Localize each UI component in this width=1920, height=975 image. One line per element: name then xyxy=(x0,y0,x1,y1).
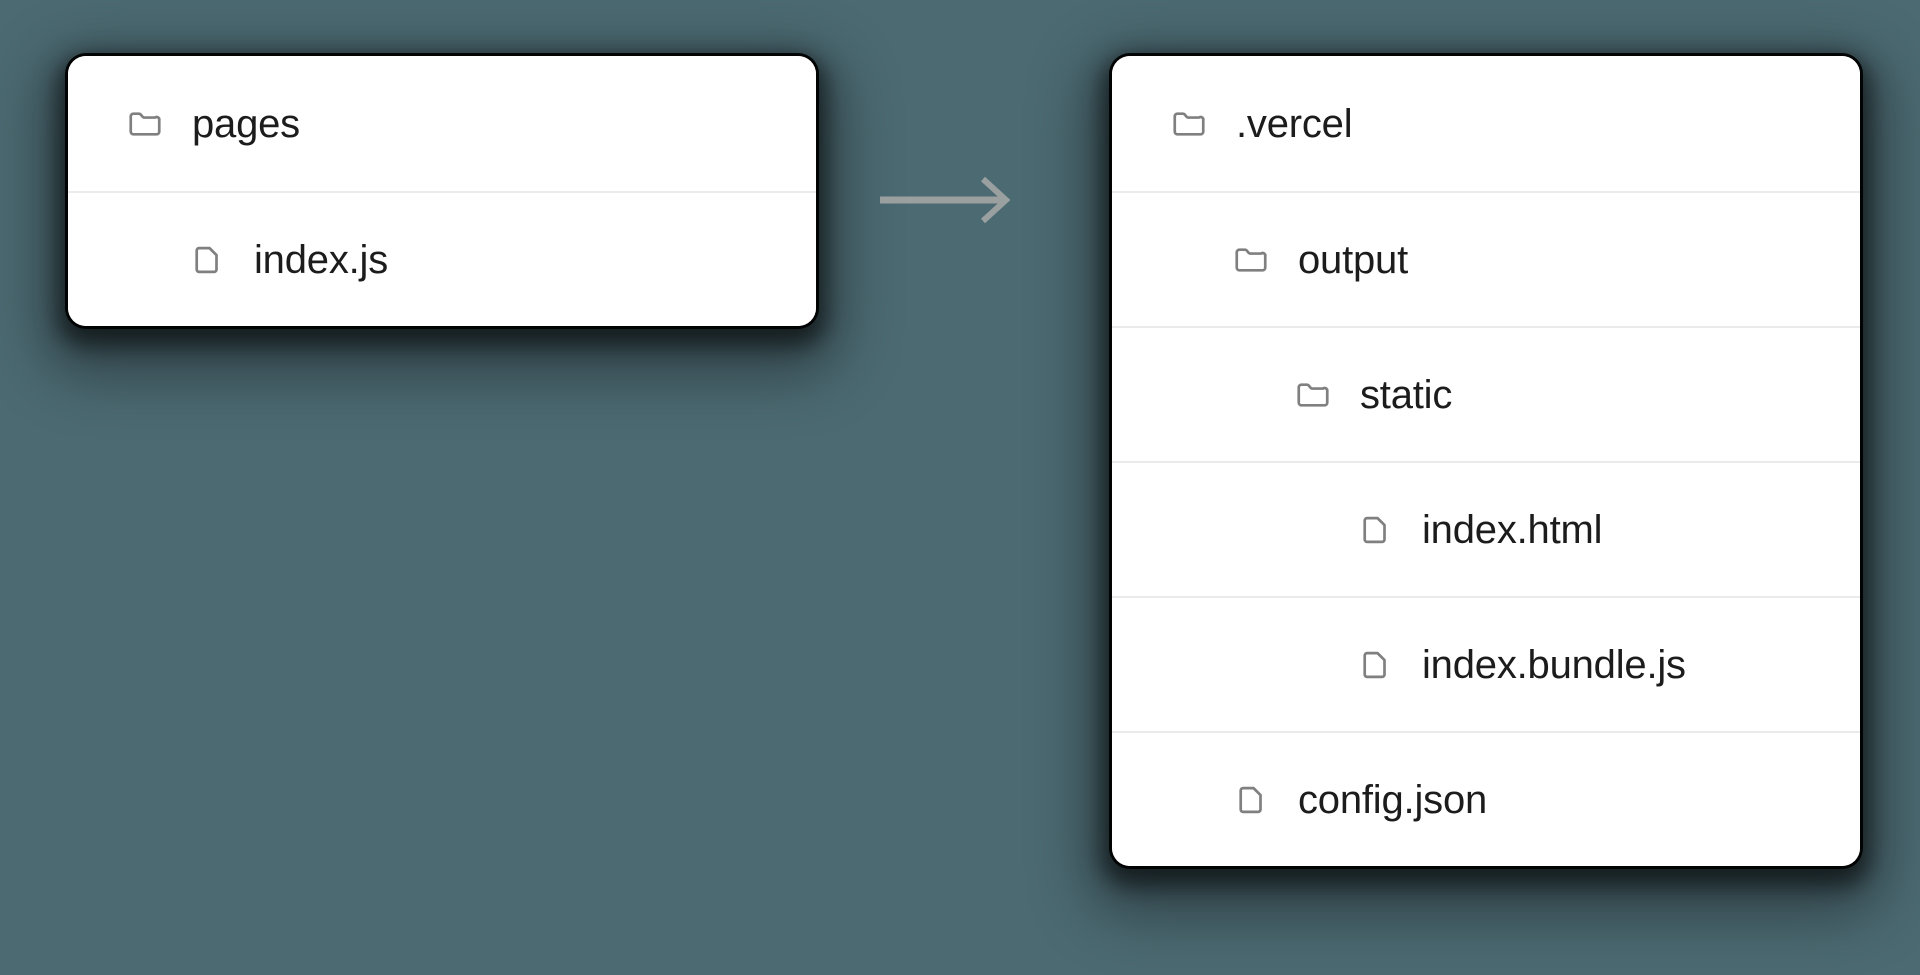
file-icon xyxy=(188,241,226,279)
tree-row-label: index.js xyxy=(254,237,389,282)
tree-row-label: index.bundle.js xyxy=(1422,642,1686,687)
tree-row[interactable]: pages xyxy=(68,56,816,191)
tree-row[interactable]: config.json xyxy=(1112,731,1860,866)
file-icon xyxy=(1232,781,1270,819)
source-file-tree-card: pages index.js xyxy=(68,56,816,326)
tree-row-label: static xyxy=(1360,372,1453,417)
tree-row[interactable]: static xyxy=(1112,326,1860,461)
tree-row[interactable]: .vercel xyxy=(1112,56,1860,191)
tree-row[interactable]: output xyxy=(1112,191,1860,326)
tree-row-label: output xyxy=(1298,237,1409,282)
output-file-tree-card: .vercel output static index.html index.bundl… xyxy=(1112,56,1860,866)
tree-row[interactable]: index.js xyxy=(68,191,816,326)
tree-row[interactable]: index.html xyxy=(1112,461,1860,596)
tree-row[interactable]: index.bundle.js xyxy=(1112,596,1860,731)
tree-row-label: .vercel xyxy=(1236,101,1353,146)
file-icon xyxy=(1356,511,1394,549)
tree-row-label: index.html xyxy=(1422,507,1603,552)
folder-icon xyxy=(1232,241,1270,279)
transform-arrow-icon xyxy=(878,170,1018,230)
output-file-tree-rows: .vercel output static index.html index.bundl… xyxy=(1112,56,1860,866)
folder-icon xyxy=(126,105,164,143)
tree-row-label: pages xyxy=(192,101,300,146)
file-icon xyxy=(1356,646,1394,684)
tree-row-label: config.json xyxy=(1298,777,1488,822)
source-file-tree-rows: pages index.js xyxy=(68,56,816,326)
folder-icon xyxy=(1170,105,1208,143)
folder-icon xyxy=(1294,376,1332,414)
